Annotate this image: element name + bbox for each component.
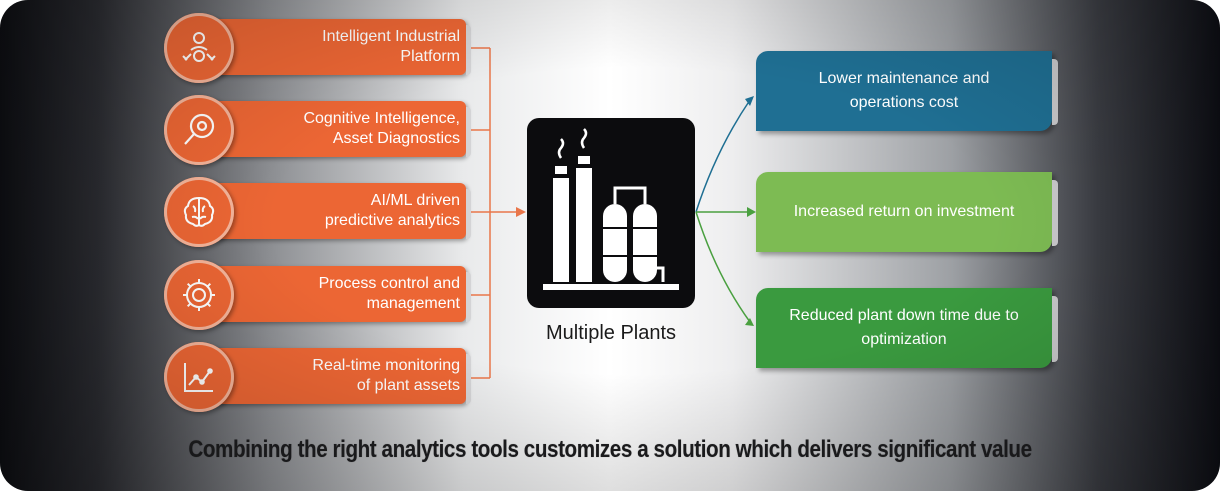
- outcome-edge: [1052, 180, 1058, 246]
- line-chart-icon: [164, 342, 234, 412]
- connector-right-1-arrowhead: [745, 96, 754, 106]
- left-item-aiml: AI/ML driven predictive analytics: [164, 177, 471, 247]
- connector-right-1: [695, 99, 751, 213]
- left-item-label: Process control and management: [318, 275, 460, 312]
- outcome-label: Reduced plant down time due to optimizat…: [789, 307, 1019, 348]
- left-item-cognitive: Cognitive Intelligence, Asset Diagnostic…: [164, 95, 471, 165]
- industrial-plant-icon: [527, 118, 695, 308]
- left-item-bar: [212, 348, 471, 404]
- left-item-label: Intelligent Industrial Platform: [322, 28, 460, 65]
- connector-left-arrowhead: [516, 207, 526, 217]
- left-item-bar: [212, 101, 471, 157]
- connector-right-2-arrowhead: [747, 207, 756, 217]
- left-item-bar: [212, 183, 471, 239]
- connector-right-3-arrowhead: [745, 318, 754, 326]
- left-item-bar: [212, 266, 471, 322]
- outcome-box-cost: Lower maintenance and operations cost: [756, 51, 1058, 131]
- left-item-platform: Intelligent Industrial Platform: [164, 13, 471, 83]
- outcome-edge: [1052, 296, 1058, 362]
- gear-icon: [164, 260, 234, 330]
- outcome-edge: [1052, 59, 1058, 125]
- outcome-label: Increased return on investment: [793, 203, 1015, 220]
- left-item-label: Cognitive Intelligence, Asset Diagnostic…: [303, 110, 460, 147]
- outcome-box-downtime: Reduced plant down time due to optimizat…: [756, 288, 1058, 368]
- left-item-label: Real-time monitoring of plant assets: [312, 357, 460, 394]
- person-gear-icon: [164, 13, 234, 83]
- outcome-box-roi: Increased return on investment: [756, 172, 1058, 252]
- left-item-process: Process control and management: [164, 260, 471, 330]
- magnifier-icon: [164, 95, 234, 165]
- left-item-label: AI/ML driven predictive analytics: [324, 192, 460, 229]
- left-item-bar: [212, 19, 471, 75]
- plant-caption: Multiple Plants: [545, 322, 677, 344]
- outcome-label: Lower maintenance and operations cost: [818, 70, 990, 111]
- brain-icon: [164, 177, 234, 247]
- footer-caption: Combining the right analytics tools cust…: [188, 436, 1032, 463]
- left-item-monitoring: Real-time monitoring of plant assets: [164, 342, 471, 412]
- connector-right-3: [695, 211, 751, 323]
